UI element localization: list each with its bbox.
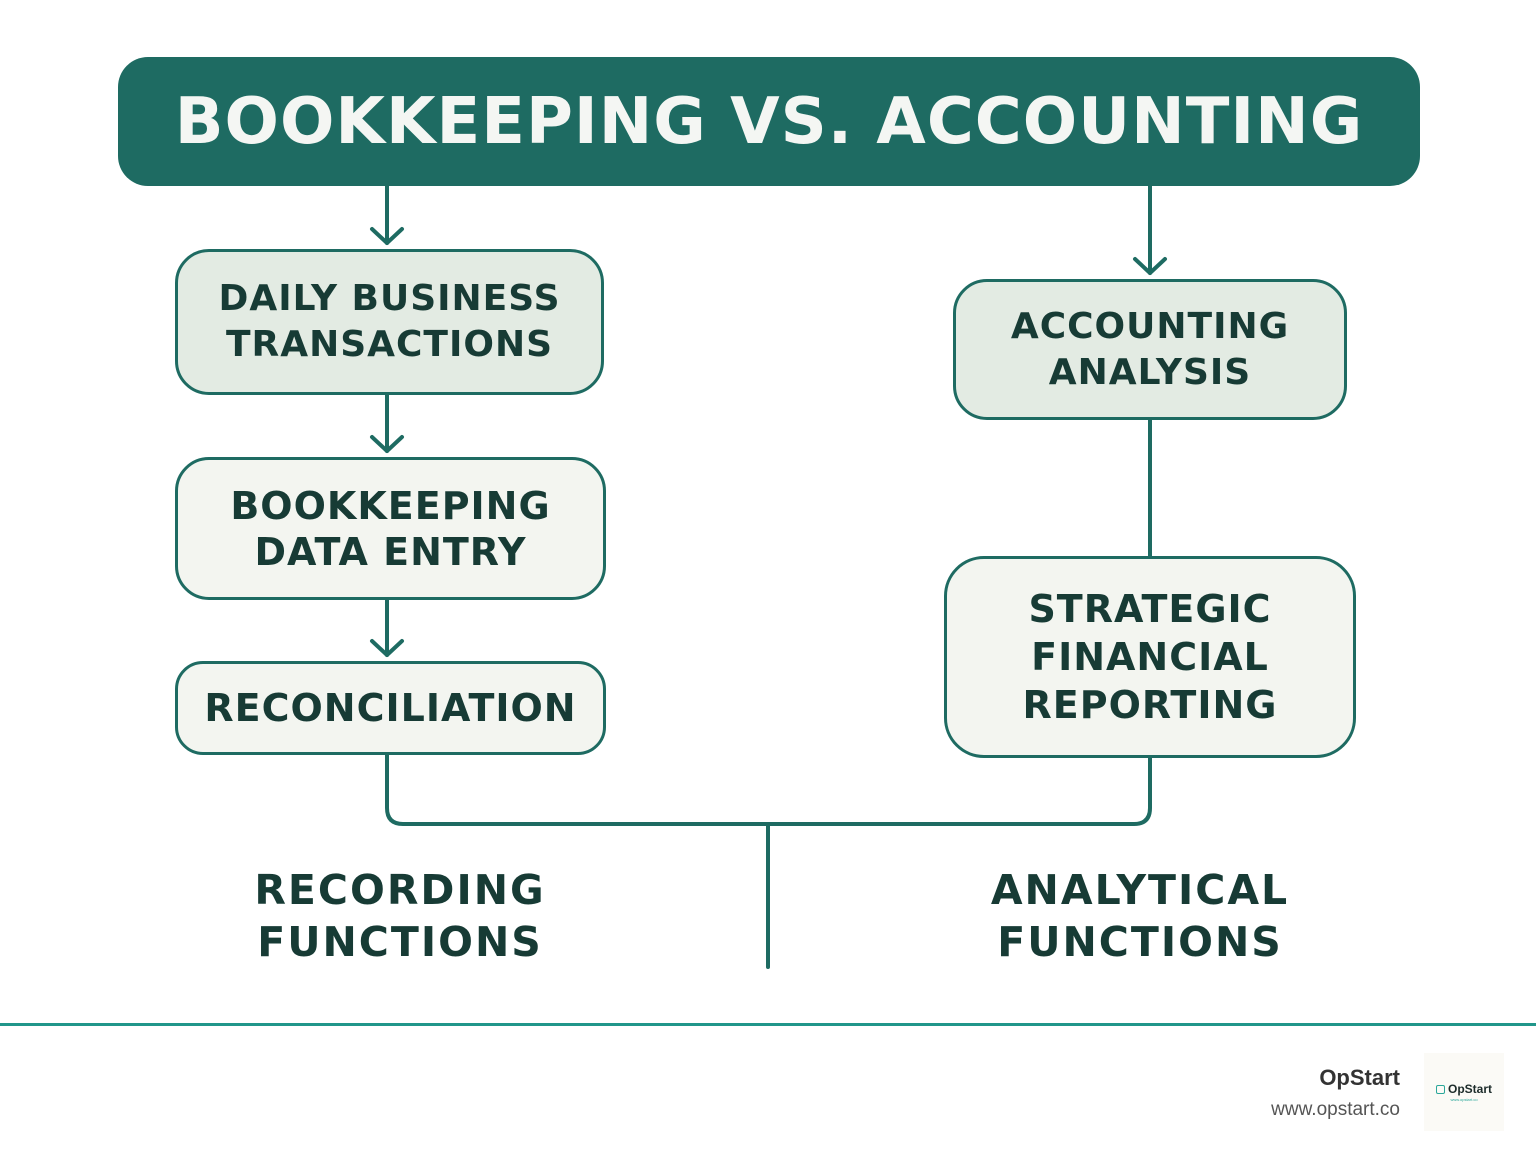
brand-url[interactable]: www.opstart.co (1271, 1099, 1400, 1120)
node-reconciliation: RECONCILIATION (175, 661, 606, 755)
node-label: DAILY BUSINESS TRANSACTIONS (218, 278, 561, 365)
brand-logo: OpStart www.opstart.co (1424, 1053, 1504, 1131)
logo-icon (1435, 1084, 1445, 1094)
node-label: RECONCILIATION (204, 686, 577, 730)
node-strategic-financial-reporting: STRATEGIC FINANCIAL REPORTING (944, 556, 1356, 758)
node-label: BOOKKEEPING DATA ENTRY (230, 483, 551, 574)
footer-divider (0, 1023, 1536, 1026)
logo-row: OpStart (1435, 1082, 1492, 1096)
node-daily-business-transactions: DAILY BUSINESS TRANSACTIONS (175, 249, 604, 395)
title-banner: BOOKKEEPING VS. ACCOUNTING (118, 57, 1420, 186)
logo-wordmark: OpStart (1447, 1082, 1492, 1096)
node-label: STRATEGIC FINANCIAL REPORTING (1022, 587, 1278, 727)
page-title: BOOKKEEPING VS. ACCOUNTING (174, 84, 1364, 159)
logo-subtext: www.opstart.co (1450, 1097, 1478, 1102)
arrowhead-analysis (1133, 257, 1167, 275)
arrowhead-bookkeeping (370, 435, 404, 453)
node-label: ACCOUNTING ANALYSIS (1010, 305, 1290, 393)
node-accounting-analysis: ACCOUNTING ANALYSIS (953, 279, 1347, 420)
brand-name: OpStart (1319, 1065, 1400, 1090)
arrowhead-daily (370, 227, 404, 245)
category-recording-functions: RECORDING FUNCTIONS (254, 866, 546, 966)
node-bookkeeping-data-entry: BOOKKEEPING DATA ENTRY (175, 457, 606, 600)
category-analytical-functions: ANALYTICAL FUNCTIONS (990, 866, 1290, 966)
bottom-bracket (385, 753, 1152, 826)
arrowhead-reconciliation (370, 639, 404, 657)
